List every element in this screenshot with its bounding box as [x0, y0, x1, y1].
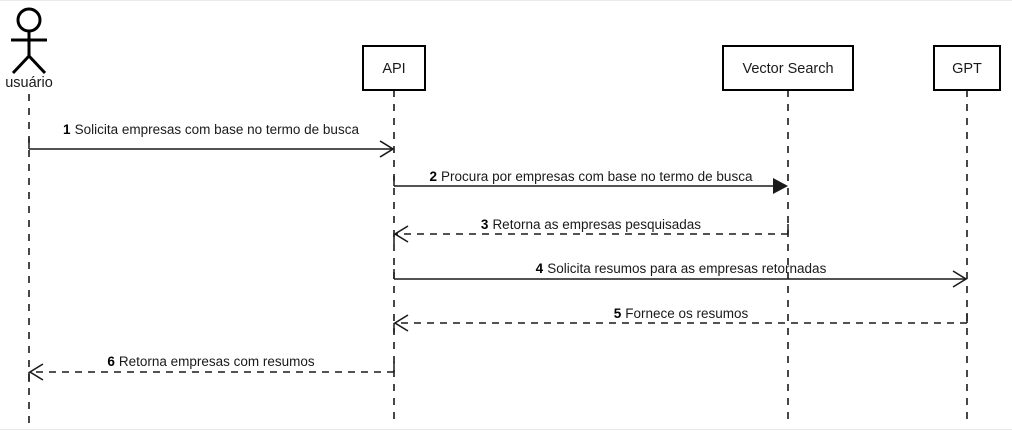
message-6-arrowhead-icon [28, 363, 44, 381]
message-6-label: 6 Retorna empresas com resumos [107, 354, 315, 369]
message-2-number: 2 [430, 169, 438, 184]
participant-label-usuario: usuário [5, 75, 53, 91]
lifelines-group [28, 90, 968, 426]
participant-vector-search[interactable]: Vector Search [722, 45, 854, 91]
message-3-text: Retorna as empresas pesquisadas [492, 217, 701, 232]
message-6[interactable]: 6 Retorna empresas com resumos [28, 354, 395, 382]
message-6-text: Retorna empresas com resumos [119, 354, 315, 369]
message-2-arrowhead-icon [773, 178, 788, 194]
actor-leg-right-icon [27, 54, 47, 75]
participant-api[interactable]: API [362, 45, 426, 91]
participant-label-api: API [382, 61, 405, 77]
message-2-text: Procura por empresas com base no termo d… [441, 169, 753, 184]
participant-label-gpt: GPT [952, 61, 982, 77]
message-4-number: 4 [536, 261, 544, 276]
message-1-label: 1 Solicita empresas com base no termo de … [63, 122, 359, 137]
message-3-arrowhead-icon [393, 225, 409, 243]
participant-gpt[interactable]: GPT [933, 45, 1001, 91]
message-5-text: Fornece os resumos [625, 306, 748, 321]
message-3-number: 3 [481, 217, 489, 232]
message-1-arrowhead-icon [379, 140, 395, 158]
message-5-number: 5 [614, 306, 622, 321]
actor-leg-left-icon [11, 54, 31, 75]
message-1-number: 1 [63, 122, 71, 137]
message-5-arrowhead-icon [393, 314, 409, 332]
participant-box-vector-search [722, 45, 854, 91]
message-4-arrowhead-icon [952, 270, 968, 288]
actor-head-icon [16, 7, 42, 33]
participant-label-vector-search: Vector Search [742, 61, 833, 77]
message-1-text: Solicita empresas com base no termo de b… [75, 122, 360, 137]
participant-box-gpt [933, 45, 1001, 91]
participant-box-api [362, 45, 426, 91]
participant-usuario[interactable]: usuário [5, 7, 53, 91]
message-6-number: 6 [107, 354, 115, 369]
message-4-text: Solicita resumos para as empresas retorn… [547, 261, 826, 276]
message-1[interactable]: 1 Solicita empresas com base no termo de … [28, 122, 395, 158]
